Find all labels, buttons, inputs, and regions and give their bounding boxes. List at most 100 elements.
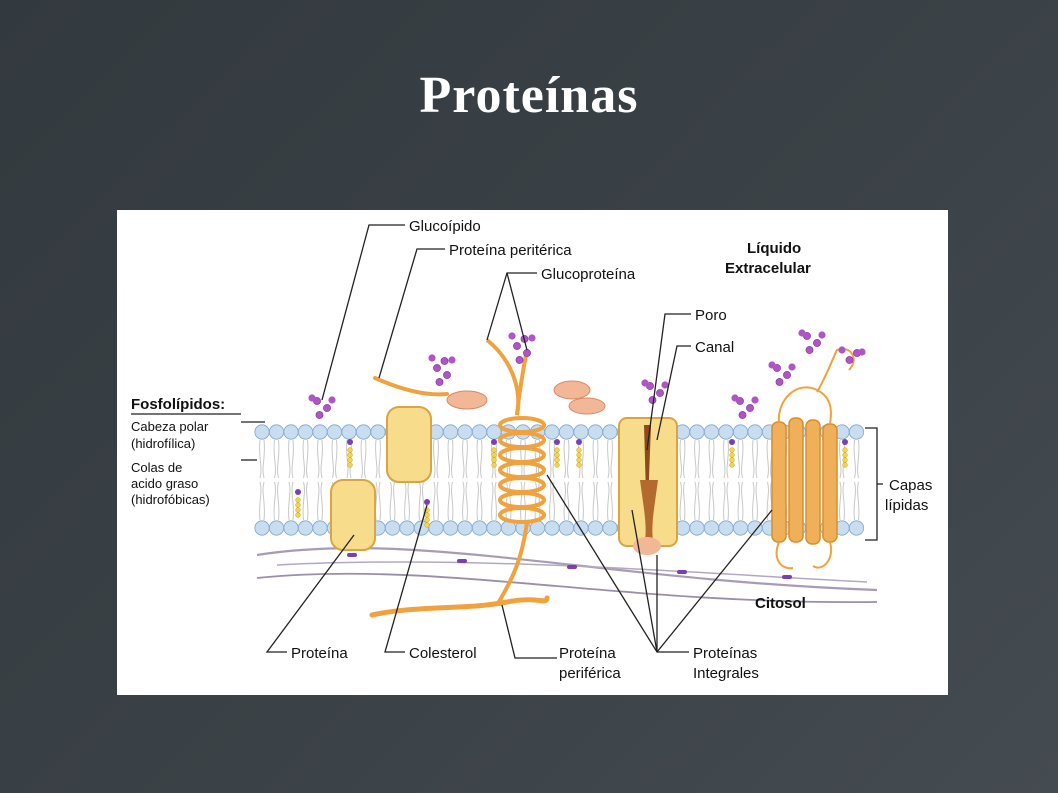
fatty-acid-tail — [596, 481, 599, 521]
fatty-acid-tail — [360, 439, 363, 479]
surface-peripheral-proteins — [446, 380, 606, 415]
bilayer-bracket — [865, 427, 878, 541]
fatty-acid-tail — [451, 439, 454, 479]
multi-pass-integral-protein — [771, 348, 855, 570]
polar-head — [268, 424, 285, 440]
fatty-acid-tail — [607, 439, 610, 479]
polar-head — [689, 520, 705, 536]
glycolipid-sugar — [328, 396, 336, 404]
glycan-sugar — [435, 378, 444, 386]
fatty-acid-tail — [447, 439, 450, 479]
label-extracelular: Extracelular — [725, 260, 811, 277]
cholesterol-head — [729, 439, 735, 445]
glycan-sugar — [731, 394, 739, 402]
label-proteina-periferica-2: periférica — [559, 665, 621, 682]
fatty-acid-tail — [436, 439, 439, 479]
fatty-acid-tail — [317, 439, 320, 479]
fatty-acid-tail — [433, 439, 436, 479]
polar-head — [254, 424, 270, 440]
polar-head — [486, 520, 502, 536]
fatty-acid-tail — [610, 439, 613, 479]
fatty-acid-tail — [520, 481, 523, 521]
label-acido-graso: acido graso — [131, 476, 198, 491]
fatty-acid-tail — [317, 481, 320, 521]
fatty-acid-tail — [462, 481, 465, 521]
fatty-acid-tail — [302, 439, 305, 479]
glycan-sugar — [751, 396, 759, 404]
fatty-acid-tail — [476, 439, 479, 479]
glycan-sugar — [818, 331, 826, 339]
polar-head — [703, 424, 720, 440]
fatty-acid-tail — [404, 481, 407, 521]
polar-head — [732, 424, 749, 440]
cholesterol-bead — [424, 522, 430, 528]
polar-head — [399, 520, 415, 536]
fatty-acid-tail — [320, 439, 323, 479]
fatty-acid-tail — [538, 481, 541, 521]
fatty-acid-tail — [726, 439, 729, 479]
fatty-acid-tail — [853, 439, 856, 479]
fatty-acid-tail — [737, 439, 740, 479]
fatty-acid-tail — [378, 481, 381, 521]
fatty-acid-tail — [291, 481, 294, 521]
cholesterol-bead — [347, 452, 353, 458]
polar-head — [703, 520, 720, 536]
polar-head — [573, 424, 589, 440]
channel-protein — [618, 417, 678, 555]
fatty-acid-tail — [306, 481, 309, 521]
polar-head — [558, 424, 575, 440]
glycan-sugar — [746, 404, 754, 412]
fatty-acid-tail — [726, 481, 729, 521]
polar-head — [370, 424, 386, 440]
polar-head — [718, 424, 734, 440]
cholesterol-bead — [295, 512, 301, 518]
cholesterol-bead — [842, 462, 848, 468]
fatty-acid-tail — [331, 439, 334, 479]
label-proteina: Proteína — [291, 645, 348, 662]
membrane-svg: Glucoípido Proteína peritérica Glucoprot… — [131, 218, 932, 682]
polar-head — [602, 424, 618, 440]
label-fosfolipidos: Fosfolípidos: — [131, 396, 225, 413]
cholesterol-bead — [424, 512, 430, 518]
glycan-sugar — [738, 411, 747, 419]
cholesterol-bead — [424, 517, 430, 523]
fatty-acid-tail — [683, 481, 686, 521]
glycan-sugar — [433, 364, 441, 372]
label-glucoproteina: Glucoproteína — [541, 266, 636, 283]
fatty-acid-tail — [853, 481, 856, 521]
fatty-acid-tail — [320, 481, 323, 521]
fatty-acid-tail — [480, 439, 483, 479]
fatty-acid-tail — [755, 481, 758, 521]
polar-head — [471, 520, 488, 536]
polar-head — [297, 520, 314, 536]
fatty-acid-tail — [592, 481, 595, 521]
fatty-acid-tail — [563, 481, 566, 521]
polar-head — [602, 520, 618, 536]
cholesterol-bead — [554, 457, 560, 463]
fatty-acid-tail — [697, 481, 700, 521]
polar-head — [457, 424, 473, 440]
fatty-acid-tail — [596, 439, 599, 479]
fatty-acid-tail — [509, 481, 512, 521]
fatty-acid-tail — [578, 481, 581, 521]
fatty-acid-tail — [694, 481, 697, 521]
fatty-acid-tail — [534, 481, 537, 521]
label-proteina-periferica-1: Proteína — [559, 645, 616, 662]
fatty-acid-tail — [389, 481, 392, 521]
glycan-sugar — [661, 381, 669, 389]
cholesterol-bead — [295, 497, 301, 503]
glycoprotein-sugar — [523, 349, 531, 357]
leader-lines — [241, 224, 773, 659]
glycan-sugar — [641, 379, 649, 387]
polar-head — [573, 520, 589, 536]
polar-head — [254, 520, 270, 536]
label-proteinas-integrales-2: Integrales — [693, 665, 759, 682]
cholesterol-bead — [491, 447, 497, 453]
fatty-acid-tail — [581, 481, 584, 521]
glycoprotein-sugar — [508, 332, 516, 340]
fatty-acid-tail — [712, 439, 715, 479]
fatty-acid-tail — [683, 439, 686, 479]
cholesterol-head — [424, 499, 430, 505]
fatty-acid-tail — [723, 439, 726, 479]
fatty-acid-tail — [549, 481, 552, 521]
